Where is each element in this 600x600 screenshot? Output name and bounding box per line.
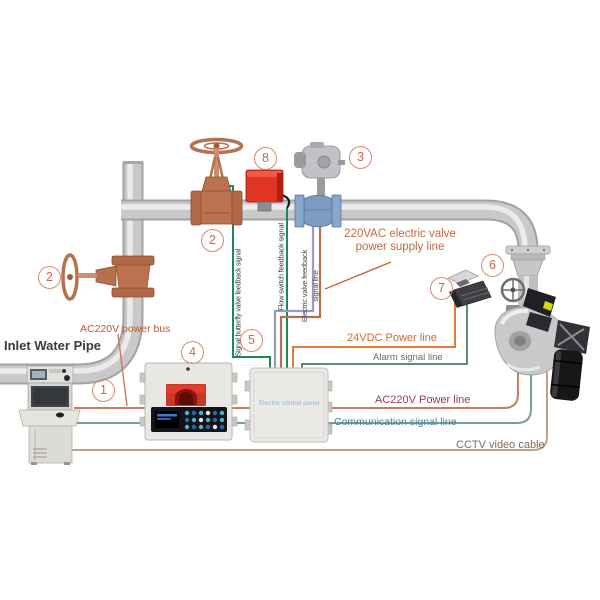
- wire-24vdc: [292, 303, 456, 369]
- callout-control-panel: 5: [240, 329, 263, 352]
- gate-valve-left: [61, 253, 155, 301]
- wire-valve-feedback: [273, 226, 315, 369]
- wire-alarm: [301, 305, 468, 369]
- flow-switch-cable: [281, 193, 291, 209]
- 24vdc-power-label: 24VDC Power line: [347, 332, 437, 344]
- inlet-water-pipe-label: Inlet Water Pipe: [4, 338, 102, 353]
- electric-valve-feedback-label: Electric valve feedback signal line: [300, 249, 320, 323]
- cctv-camera: [447, 269, 492, 308]
- flow-switch-feedback-label: Flow switch feedback signal: [276, 223, 286, 311]
- wire-ac220v-power-bus: [74, 370, 519, 409]
- callout-monitor: 6: [481, 254, 504, 277]
- wire-valve-power: [279, 226, 322, 369]
- wire-cctv: [72, 330, 548, 451]
- pointer-valve-power-label: [324, 261, 392, 290]
- callout-valve-top: 2: [201, 229, 224, 252]
- callout-camera: 7: [430, 277, 453, 300]
- wire-communication: [73, 372, 532, 424]
- callout-valve-left: 2: [38, 266, 61, 289]
- alarm-signal-label: Alarm signal line: [373, 352, 443, 363]
- cctv-cable-label: CCTV video cable: [456, 439, 545, 451]
- alarm-control-panel: [139, 362, 238, 441]
- flow-switch: [245, 169, 284, 212]
- operator-console: [18, 365, 81, 465]
- pointer-power-bus-label: [117, 333, 128, 407]
- callout-alarm-panel: 4: [181, 341, 204, 364]
- callout-flow-switch: 8: [254, 147, 277, 170]
- callout-electric-valve: 3: [349, 146, 372, 169]
- communication-signal-label: Communication signal line: [334, 416, 457, 428]
- gate-valve-top: [189, 137, 244, 226]
- inlet-vertical-pipe: [0, 161, 144, 385]
- ac220v-power-bus-label: AC220V power bus: [80, 323, 171, 335]
- ac220v-power-label: AC220V Power line: [375, 394, 471, 406]
- electric-valve: [294, 142, 345, 228]
- callout-console: 1: [92, 379, 115, 402]
- electric-control-panel-label: Electric control panel: [258, 400, 320, 407]
- fire-monitor: [494, 245, 590, 401]
- valve-power-supply-label: 220VAC electric valve power supply line: [344, 228, 456, 253]
- keypad-buttons: [184, 410, 225, 430]
- electric-control-panel: [244, 367, 333, 443]
